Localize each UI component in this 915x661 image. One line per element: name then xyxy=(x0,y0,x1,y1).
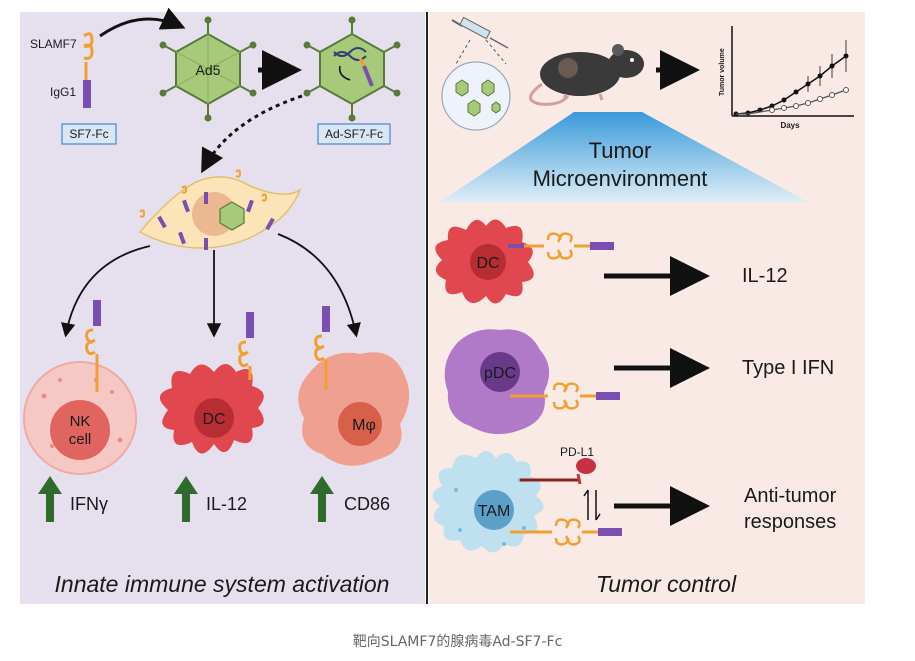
dc-cell-right xyxy=(435,219,614,304)
arrow-to-nk xyxy=(60,245,151,338)
anti-tumor-line2: responses xyxy=(744,511,836,533)
left-panel-background xyxy=(20,12,425,604)
sf7fc-construct xyxy=(83,32,94,108)
dotted-zoom-line-right xyxy=(485,39,507,65)
equilibrium-arrows xyxy=(583,489,601,521)
output-ifng: IFNγ xyxy=(70,494,108,514)
left-panel-title: Innate immune system activation xyxy=(55,571,390,597)
figure-caption: 靶向SLAMF7的腺病毒Ad-SF7-Fc xyxy=(352,634,563,650)
dc-cell-left xyxy=(159,312,264,454)
dc-label-left: DC xyxy=(202,411,225,428)
nk-cell xyxy=(23,300,137,475)
ad5-virus xyxy=(159,16,257,122)
tme-label-line2: Microenvironment xyxy=(533,166,708,191)
sf7fc-box xyxy=(61,123,117,145)
tam-label: TAM xyxy=(478,503,511,520)
adsf7fc-label: Ad-SF7-Fc xyxy=(325,127,383,141)
output-cd86: CD86 xyxy=(344,494,390,514)
macrophage-label: Mφ xyxy=(352,417,376,434)
pdl1-label: PD-L1 xyxy=(560,445,594,459)
right-panel-title: Tumor control xyxy=(596,571,737,597)
arrow-to-macrophage xyxy=(277,233,361,338)
syringe-icon xyxy=(451,16,509,49)
output-il12-right: IL-12 xyxy=(742,265,788,287)
nk-label-line1: NK xyxy=(70,413,91,430)
tme-trapezoid xyxy=(440,112,808,202)
up-arrow-cd86 xyxy=(310,476,334,522)
infected-cell xyxy=(138,169,302,250)
output-type1-ifn: Type I IFN xyxy=(742,357,834,379)
adsf7fc-virus xyxy=(303,16,401,122)
output-il12-left: IL-12 xyxy=(206,494,247,514)
macrophage-cell xyxy=(298,306,410,466)
up-arrow-il12 xyxy=(174,476,198,522)
pdc-label: pDC xyxy=(484,365,516,382)
adsf7fc-box xyxy=(317,123,391,145)
up-arrow-ifng xyxy=(38,476,62,522)
tam-cell xyxy=(432,451,622,553)
tumor-volume-graph xyxy=(731,26,854,117)
slamf7-label: SLAMF7 xyxy=(30,37,77,51)
ad5-label: Ad5 xyxy=(196,62,221,78)
nk-label-line2: cell xyxy=(69,431,92,448)
anti-tumor-line1: Anti-tumor xyxy=(744,485,837,507)
virus-droplet xyxy=(441,61,511,131)
graph-ylabel: Tumor volume xyxy=(719,48,726,96)
arrow-dotted-infection xyxy=(201,94,303,174)
graph-xlabel: Days xyxy=(780,121,800,130)
pdc-cell xyxy=(444,329,620,435)
dotted-zoom-line-left xyxy=(455,39,471,65)
tme-label-line1: Tumor xyxy=(589,138,652,163)
arrow-construct-to-ad5 xyxy=(99,7,186,38)
dc-label-right: DC xyxy=(476,255,499,272)
igg1-label: IgG1 xyxy=(50,85,76,99)
sf7fc-label: SF7-Fc xyxy=(69,127,108,141)
mouse-icon xyxy=(529,44,644,106)
